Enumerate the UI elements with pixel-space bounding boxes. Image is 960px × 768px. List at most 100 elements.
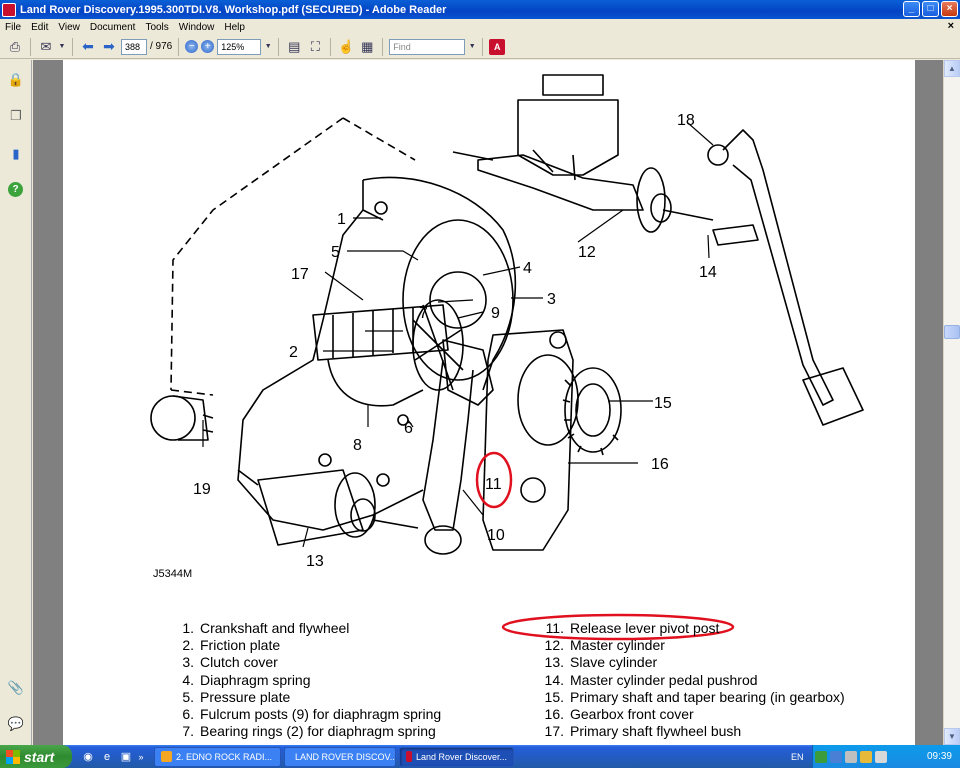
- scroll-up-button[interactable]: ▲: [944, 60, 960, 77]
- taskbar-item-land-rover-folder[interactable]: LAND ROVER DISCOV...: [284, 746, 396, 767]
- legend-item: 3. Clutch cover: [172, 654, 441, 671]
- legend-right: 11.Release lever pivot post 12.Master cy…: [542, 620, 845, 740]
- taskbar-item-rock-radio[interactable]: 2. EDNO ROCK RADI...: [154, 746, 281, 767]
- figure-code: J5344M: [153, 568, 192, 580]
- toolbar-divider: [278, 37, 280, 56]
- legend-num: 2.: [182, 637, 194, 654]
- legend-num: 4.: [182, 671, 194, 688]
- legend-item: 7.Bearing rings (2) for diaphragm spring: [172, 723, 441, 740]
- volume-icon[interactable]: [844, 750, 857, 763]
- adobe-reader-icon: [2, 2, 16, 17]
- tray-app-icon[interactable]: [874, 750, 887, 763]
- lock-icon[interactable]: 🔒: [7, 72, 25, 87]
- minimize-button[interactable]: _: [903, 1, 920, 17]
- legend-item: 13.Slave cylinder: [542, 654, 845, 671]
- legend-item: 2.Friction plate: [172, 637, 441, 654]
- callout-9: 9: [491, 305, 500, 322]
- windows-logo-icon: [6, 749, 20, 764]
- maximize-button[interactable]: □: [922, 1, 939, 17]
- menu-window[interactable]: Window: [178, 21, 215, 33]
- menu-file[interactable]: File: [5, 21, 22, 33]
- page-total: / 976: [150, 41, 173, 52]
- callout-12: 12: [578, 244, 596, 261]
- chevron-down-icon[interactable]: ▼: [468, 43, 476, 50]
- menu-view[interactable]: View: [58, 21, 80, 33]
- network-icon[interactable]: [814, 750, 827, 763]
- toolbar-divider: [482, 37, 484, 56]
- window-controls: _ □ ×: [903, 1, 958, 17]
- adobe-pdf-icon[interactable]: A: [489, 38, 506, 55]
- collaborate-icon[interactable]: ✉: [40, 38, 52, 54]
- explorer-icon[interactable]: ▣: [120, 751, 132, 763]
- taskbar-item-label: 2. EDNO ROCK RADI...: [176, 751, 273, 762]
- callout-14: 14: [699, 264, 717, 281]
- chevron-down-icon[interactable]: ▼: [58, 43, 66, 50]
- chevron-right-icon[interactable]: »: [138, 751, 144, 762]
- clutch-diagram: 1 2 3 4 5 6 7 8 9 10 11 12 13 14 15 16 1…: [150, 74, 864, 641]
- start-button[interactable]: start: [0, 745, 72, 768]
- menu-edit[interactable]: Edit: [31, 21, 49, 33]
- callout-1: 1: [337, 211, 346, 228]
- callout-5: 5: [331, 244, 340, 261]
- bookmarks-icon[interactable]: ▮: [12, 146, 20, 161]
- tray-app-icon[interactable]: [859, 750, 872, 763]
- legend-text: Crankshaft and flywheel: [200, 620, 350, 636]
- zoom-select[interactable]: 125%: [217, 38, 262, 55]
- toolbar-divider: [72, 37, 73, 56]
- menu-tools[interactable]: Tools: [145, 21, 169, 33]
- callout-4: 4: [523, 260, 532, 277]
- legend-num: 11.: [545, 620, 564, 636]
- callout-3: 3: [547, 291, 556, 308]
- print-icon[interactable]: ⎙: [9, 38, 21, 54]
- app-icon[interactable]: ◉: [83, 751, 93, 763]
- pages-icon[interactable]: ❐: [10, 108, 22, 123]
- callout-11: 11: [485, 476, 502, 493]
- comments-icon[interactable]: 💬: [7, 716, 25, 731]
- toolbar: ⎙ ✉ ▼ ⬅ ➡ 388 / 976 − + 125% ▼ ▤ ⛶ ☝ ▦ F…: [0, 35, 960, 59]
- internet-explorer-icon[interactable]: e: [103, 750, 111, 763]
- select-tool-icon[interactable]: ☝: [338, 38, 355, 54]
- toolbar-divider: [178, 37, 180, 56]
- start-label: start: [24, 748, 55, 765]
- find-input[interactable]: Find: [389, 38, 466, 55]
- legend-num: 3.: [182, 654, 194, 671]
- attachments-icon[interactable]: 📎: [7, 680, 25, 695]
- language-indicator[interactable]: EN: [791, 751, 804, 762]
- legend-text: Diaphragm spring: [200, 671, 311, 688]
- zoom-out-icon[interactable]: −: [185, 40, 199, 53]
- legend-item: 4. Diaphragm spring: [172, 672, 441, 689]
- callout-6: 6: [404, 420, 413, 437]
- page-number-input[interactable]: 388: [121, 38, 147, 55]
- legend-item: 15.Primary shaft and taper bearing (in g…: [542, 689, 845, 706]
- help-icon[interactable]: ?: [8, 182, 23, 197]
- highlight-circle-11: [475, 451, 513, 509]
- security-icon[interactable]: [829, 750, 842, 763]
- vertical-scrollbar[interactable]: ▲ ▼: [943, 60, 960, 745]
- taskbar-item-adobe-reader[interactable]: Land Rover Discover...: [399, 746, 514, 767]
- menu-help[interactable]: Help: [224, 21, 245, 33]
- snapshot-tool-icon[interactable]: ▦: [361, 38, 374, 54]
- chevron-down-icon[interactable]: ▼: [264, 43, 272, 50]
- legend-num: 1.: [182, 620, 194, 636]
- menu-document[interactable]: Document: [89, 21, 136, 33]
- fit-page-icon[interactable]: ⛶: [310, 38, 320, 54]
- document-close-button[interactable]: ×: [947, 20, 954, 32]
- callout-19: 19: [193, 481, 211, 498]
- zoom-in-icon[interactable]: +: [201, 40, 215, 53]
- scroll-thumb[interactable]: [944, 325, 960, 339]
- legend-text: Master cylinder: [570, 637, 665, 654]
- fit-width-icon[interactable]: ▤: [288, 38, 301, 54]
- scroll-down-button[interactable]: ▼: [944, 728, 960, 745]
- legend-num: 5.: [182, 688, 194, 705]
- menu-bar: File Edit View Document Tools Window Hel…: [0, 19, 960, 35]
- legend-item: 16.Gearbox front cover: [542, 706, 845, 723]
- callout-8: 8: [353, 437, 362, 454]
- close-button[interactable]: ×: [941, 1, 958, 17]
- next-page-icon[interactable]: ➡: [103, 38, 115, 54]
- document-view[interactable]: 1 2 3 4 5 6 7 8 9 10 11 12 13 14 15 16 1…: [33, 60, 943, 745]
- legend-item: 6.Fulcrum posts (9) for diaphragm spring: [172, 706, 441, 723]
- legend-text: Fulcrum posts (9) for diaphragm spring: [200, 706, 442, 723]
- previous-page-icon[interactable]: ⬅: [82, 38, 94, 54]
- legend-text: Clutch cover: [200, 654, 278, 671]
- callout-10: 10: [487, 527, 505, 544]
